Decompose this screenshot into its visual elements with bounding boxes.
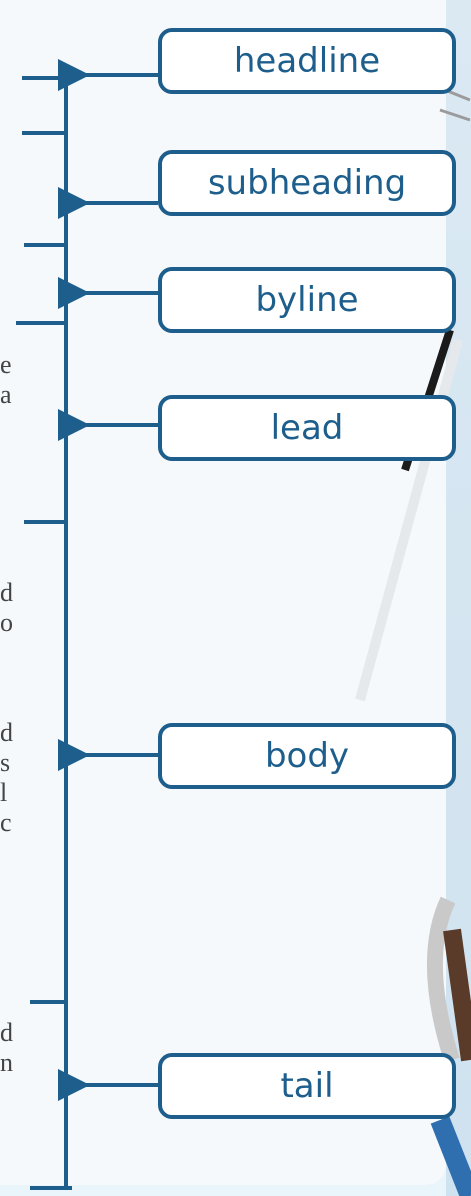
text-char: e (0, 350, 12, 379)
text-char: n (0, 1048, 13, 1077)
text-char: l (0, 778, 8, 807)
text-char: d (0, 578, 13, 607)
text-char: a (0, 380, 12, 409)
text-fragment-tail: d n (0, 1018, 14, 1078)
text-fragment-body-2: d s l c (0, 718, 14, 838)
byline-label: byline (158, 267, 456, 333)
body-label: body (158, 723, 456, 789)
text-char: d (0, 1018, 13, 1047)
headline-label: headline (158, 28, 456, 94)
tail-label: tail (158, 1053, 456, 1119)
text-char: c (0, 808, 12, 837)
text-fragment-lead: e a (0, 350, 14, 410)
text-char: d (0, 718, 13, 747)
text-fragment-body-1: d o (0, 578, 14, 638)
lead-label: lead (158, 395, 456, 461)
subheading-label: subheading (158, 150, 456, 216)
text-char: o (0, 608, 13, 637)
text-char: s (0, 748, 11, 777)
